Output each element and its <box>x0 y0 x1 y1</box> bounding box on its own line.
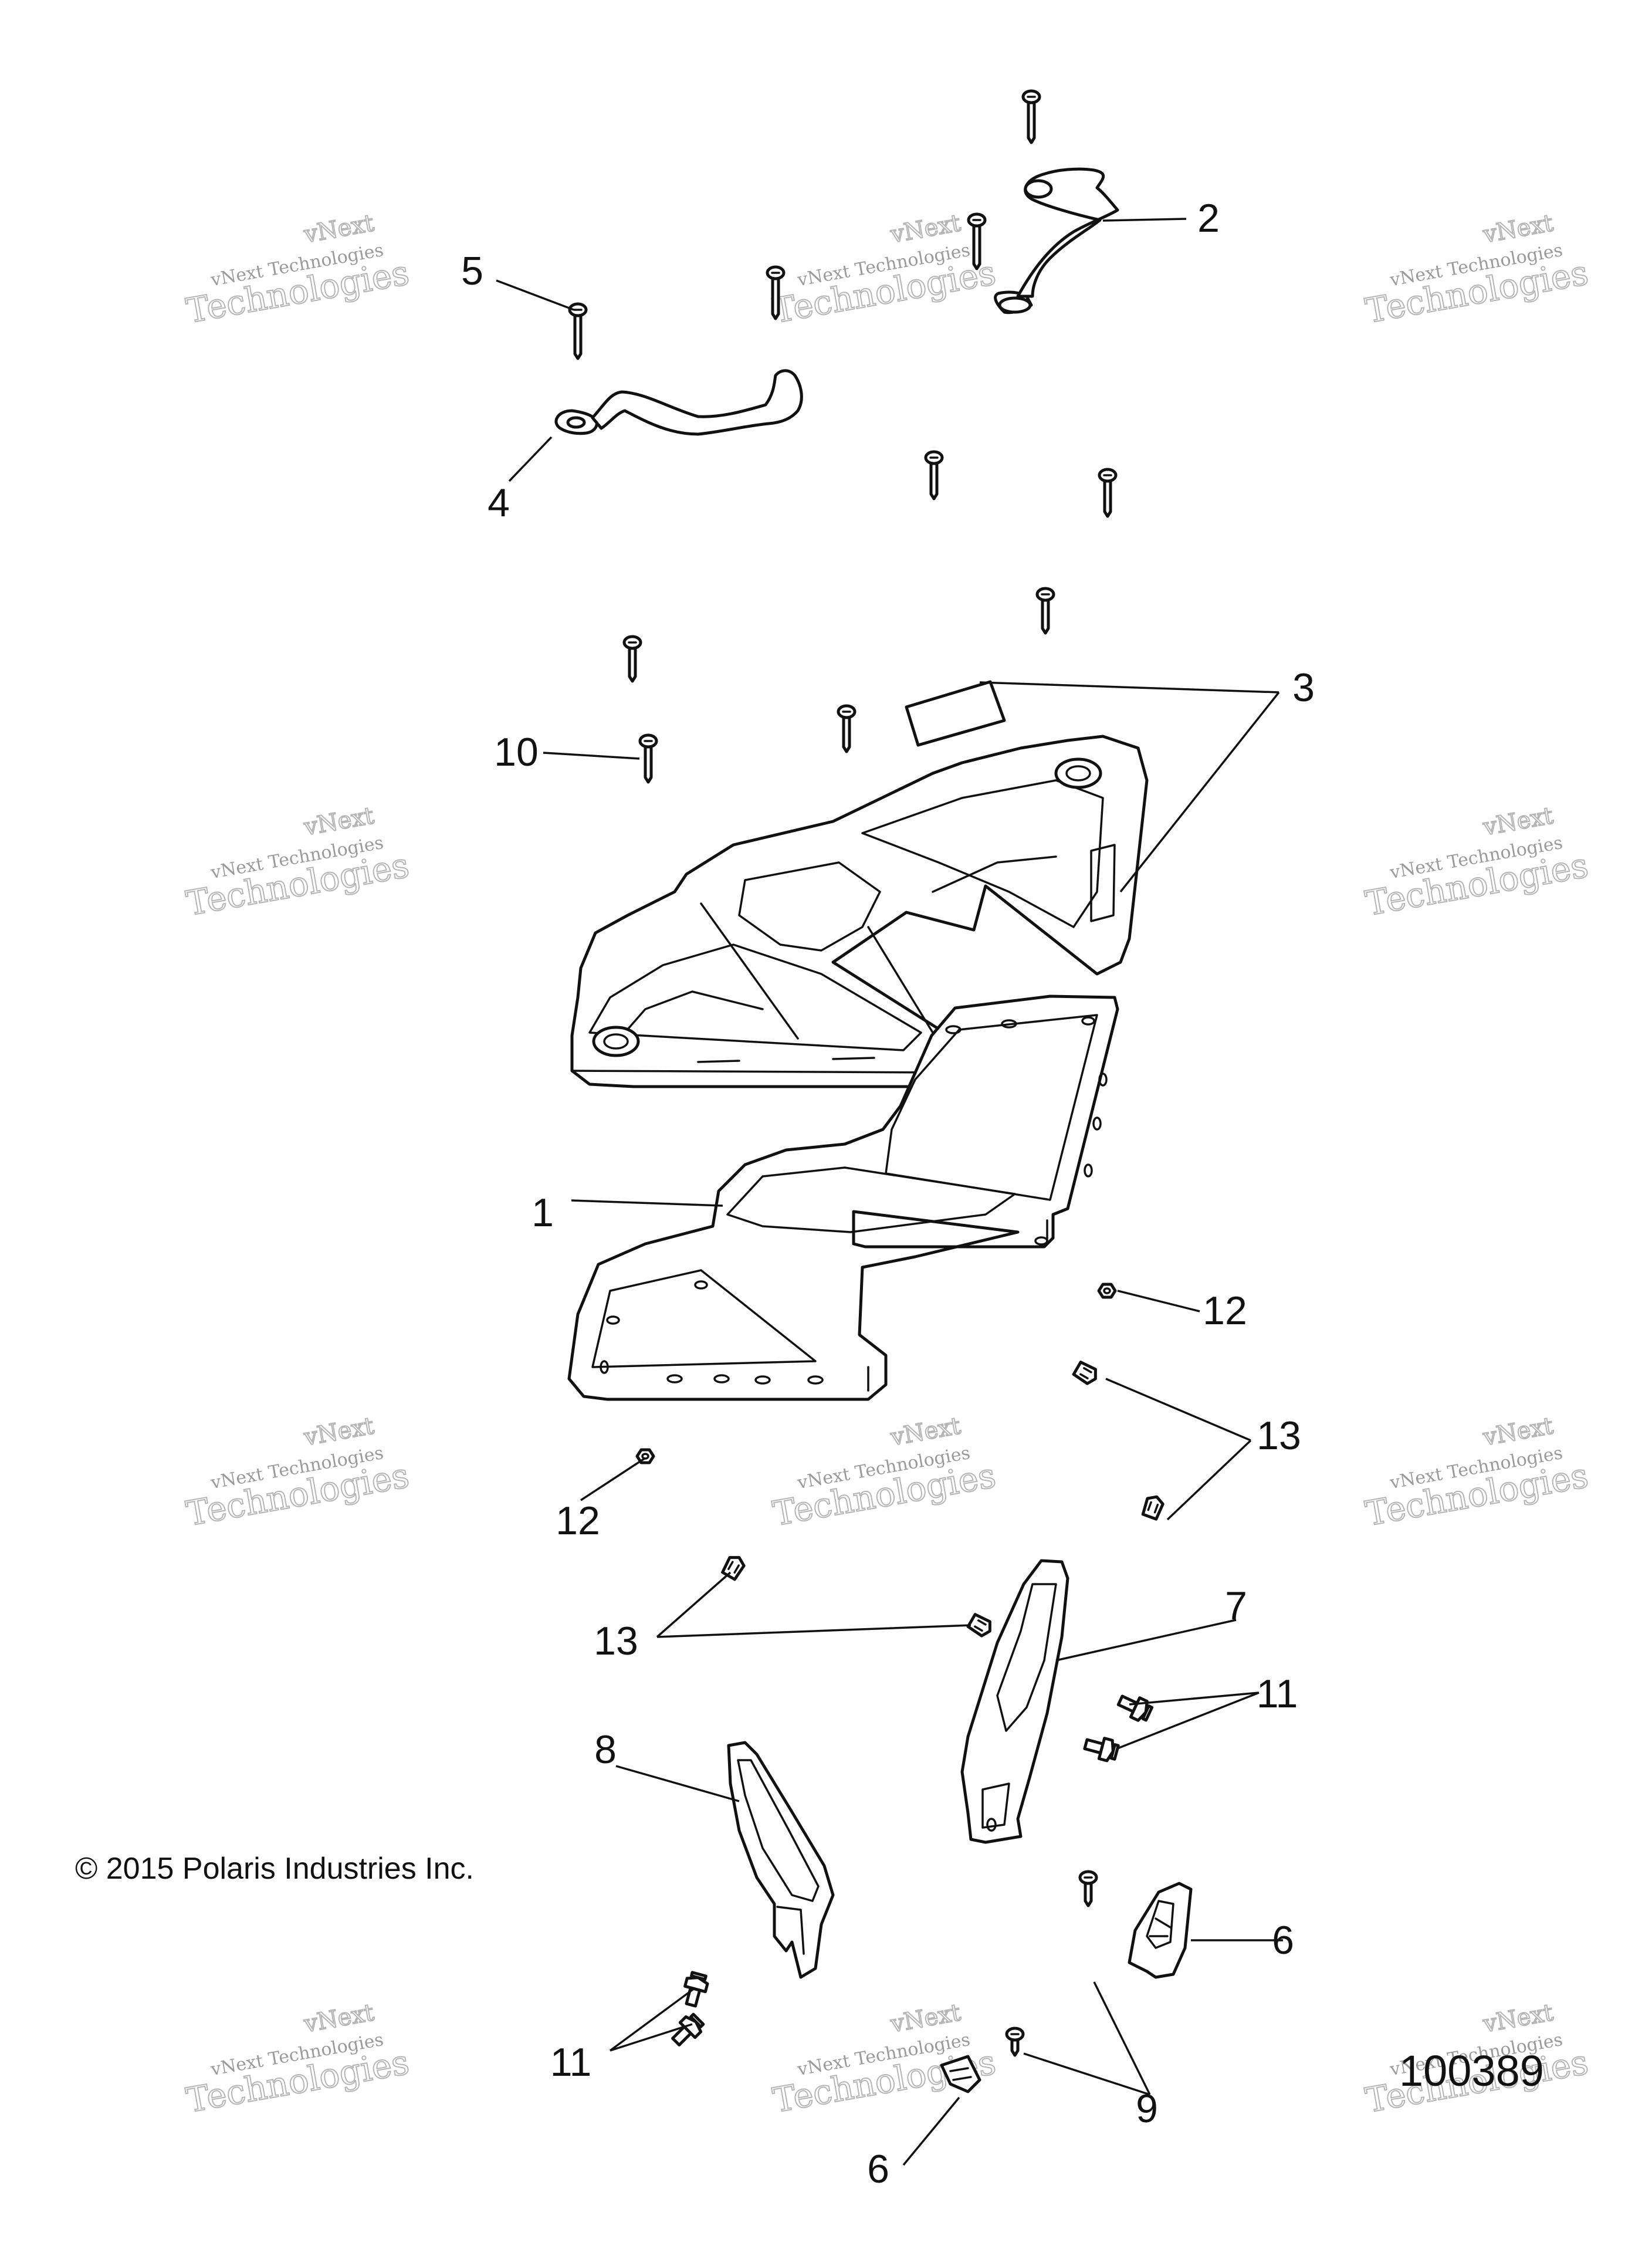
copyright-text: © 2015 Polaris Industries Inc. <box>75 1852 474 1886</box>
callout-label: 3 <box>1292 665 1315 710</box>
callout-label: 13 <box>594 1619 638 1663</box>
callout-label: 9 <box>1136 2086 1158 2131</box>
callout-label: 8 <box>594 1727 617 1772</box>
clip-nut <box>966 1613 991 1638</box>
bracket-right <box>960 1559 1069 1844</box>
bracket-left <box>727 1741 835 1979</box>
fasteners <box>568 89 1164 2057</box>
screw <box>1021 89 1041 144</box>
clip-nut <box>721 1556 746 1581</box>
screw <box>1005 2027 1025 2057</box>
callout-label: 12 <box>1203 1288 1247 1333</box>
leader-lines <box>496 218 1283 2166</box>
screw <box>622 635 642 683</box>
bolt <box>671 2012 705 2046</box>
bolt <box>683 1971 709 2008</box>
bolt <box>1116 1694 1154 1722</box>
clip-nut <box>1141 1495 1164 1521</box>
screw <box>1035 587 1055 635</box>
screw <box>1098 468 1118 518</box>
screw <box>766 265 786 320</box>
callout-label: 13 <box>1257 1413 1301 1458</box>
callout-label: 7 <box>1225 1584 1247 1628</box>
callout-label: 12 <box>556 1498 600 1543</box>
bolt <box>1083 1737 1120 1763</box>
callout-label: 11 <box>550 2040 592 2085</box>
grab-handle-right <box>994 167 1119 314</box>
nut <box>1097 1283 1117 1299</box>
screw <box>568 302 588 360</box>
callout-label: 11 <box>1257 1672 1298 1716</box>
screw <box>638 733 658 784</box>
callout-label: 5 <box>461 249 483 293</box>
screw <box>1078 1870 1098 1907</box>
rear-rack <box>570 680 1149 1088</box>
callout-label: 2 <box>1197 196 1220 241</box>
callout-label: 6 <box>867 2147 889 2191</box>
screw <box>837 704 857 753</box>
drawing-number: 100389 <box>1399 2046 1544 2095</box>
screw <box>924 450 944 500</box>
clip-plate-right <box>1128 1882 1193 1979</box>
grab-handle-left <box>554 369 803 436</box>
callout-label: 1 <box>532 1190 554 1235</box>
clip-nut <box>1072 1361 1097 1385</box>
callouts: 1 2 3 4 5 6 6 7 8 9 10 11 11 12 12 13 13 <box>461 196 1315 2191</box>
callout-label: 4 <box>488 481 510 525</box>
callout-label: 6 <box>1272 1918 1294 1963</box>
screw <box>967 212 987 270</box>
clip-small <box>940 2055 981 2093</box>
rack-frame <box>567 994 1119 1401</box>
callout-label: 10 <box>494 730 539 774</box>
